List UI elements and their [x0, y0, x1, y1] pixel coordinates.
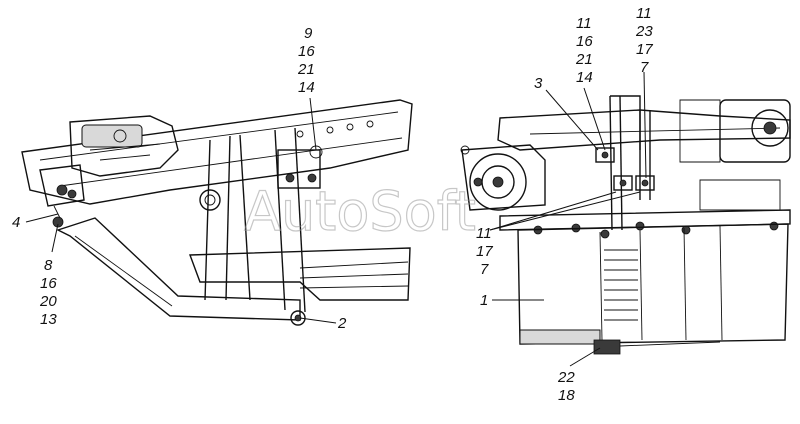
lower-guard: [56, 217, 301, 321]
callout-18: 18: [558, 387, 575, 404]
callout-20: 20: [39, 293, 57, 310]
callout-2: 2: [337, 315, 347, 332]
callout-9: 9: [304, 25, 313, 42]
rear-frame: [497, 109, 791, 151]
callout-3: 3: [534, 75, 543, 92]
hanger-brackets: [204, 127, 306, 313]
callout-21: 21: [297, 61, 315, 78]
front-mount-block: [39, 164, 85, 228]
frame-rail: [21, 99, 413, 205]
lower-tank: [189, 247, 411, 301]
tank-strap: [604, 249, 638, 321]
callout-22: 22: [557, 369, 575, 386]
left-assembly-view: [21, 99, 413, 326]
callout-11: 11: [576, 15, 592, 32]
vertical-pipes: [609, 95, 651, 231]
callout-16: 16: [40, 275, 57, 292]
callout-14: 14: [298, 79, 315, 96]
drain-plug: [593, 339, 721, 355]
callout-23: 23: [635, 23, 653, 40]
right-machinery: [679, 99, 791, 211]
callout-11: 11: [476, 225, 492, 242]
callout-17: 17: [636, 41, 653, 58]
callouts: 4 8 16 20 13 9 16 21 14 2 3 11 16 21 14 …: [12, 5, 653, 404]
drain-bolt: [290, 310, 306, 326]
callout-16: 16: [576, 33, 593, 50]
tank-beam: [499, 209, 791, 231]
leader-lines: [25, 71, 647, 367]
pipe-clamps: [595, 147, 655, 191]
callout-16: 16: [298, 43, 315, 60]
round-fitting: [199, 189, 221, 211]
callout-21: 21: [575, 51, 593, 68]
right-assembly-view: [460, 95, 791, 355]
callout-14: 14: [576, 69, 593, 86]
upper-bracket-assembly: [69, 115, 179, 177]
callout-4: 4: [12, 214, 20, 231]
callout-11: 11: [636, 5, 652, 22]
pump-unit: [460, 144, 546, 211]
callout-1: 1: [480, 292, 488, 309]
fuel-tank: [517, 223, 789, 345]
callout-17: 17: [476, 243, 493, 260]
callout-7: 7: [640, 59, 649, 76]
callout-7: 7: [480, 261, 489, 278]
callout-13: 13: [40, 311, 57, 328]
watermark-text: AutoSoft: [244, 180, 476, 243]
callout-8: 8: [44, 257, 53, 274]
rail-rivets: [296, 120, 374, 138]
